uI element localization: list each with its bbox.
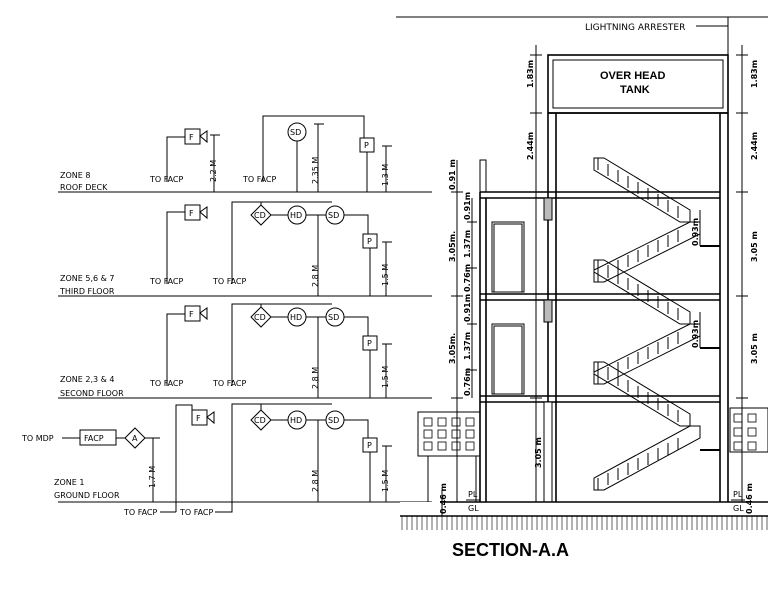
svg-text:HD: HD bbox=[290, 211, 302, 220]
zone8-height-3: 1.3 M bbox=[381, 164, 390, 186]
dim-tank-height: 1.83m bbox=[526, 60, 535, 88]
zone1-to-facp-1: TO FACP bbox=[123, 508, 158, 517]
building-section: LIGHTNING ARRESTER OVER HEAD TANK bbox=[396, 16, 768, 560]
zone1-height-1: 1.7 M bbox=[148, 466, 157, 488]
zone234-height-3: 1.5 M bbox=[381, 366, 390, 388]
pl-marker-left: PL bbox=[468, 490, 478, 499]
svg-text:CD: CD bbox=[254, 416, 266, 425]
dim-window-2: 1.37m bbox=[463, 332, 472, 360]
pl-marker-right: PL bbox=[733, 490, 743, 499]
dim-stair-head: 2.44m bbox=[526, 132, 535, 160]
lightning-arrester-label: LIGHTNING ARRESTER bbox=[585, 23, 685, 33]
riser-diagram: ZONE 8 ROOF DECK ZONE 5,6 & 7 THIRD FLOO… bbox=[21, 115, 432, 517]
boundary-wall-right bbox=[729, 407, 768, 453]
zone1-floor: GROUND FLOOR bbox=[54, 491, 120, 500]
svg-text:P: P bbox=[367, 441, 372, 450]
svg-text:A: A bbox=[132, 434, 138, 443]
svg-text:FACP: FACP bbox=[84, 434, 104, 443]
zone8-height-2: 2.35 M bbox=[311, 157, 320, 184]
zone234-to-facp-1: TO FACP bbox=[149, 379, 184, 388]
dim-plinth-left: 0.46 m bbox=[439, 483, 448, 514]
dim-right-plinth: 0.46 m bbox=[745, 483, 754, 514]
zone1-height-3: 1.5 M bbox=[381, 470, 390, 492]
svg-text:F: F bbox=[189, 310, 194, 319]
co-detector-icon bbox=[250, 204, 272, 226]
svg-text:F: F bbox=[189, 133, 194, 142]
zone1-height-2: 2.8 M bbox=[311, 470, 320, 492]
section-title: SECTION-A.A bbox=[452, 540, 569, 560]
to-mdp-label: TO MDP bbox=[21, 434, 54, 443]
svg-text:SD: SD bbox=[328, 416, 339, 425]
svg-text:F: F bbox=[189, 209, 194, 218]
dim-right-stair-head: 2.44m bbox=[750, 132, 759, 160]
svg-text:F: F bbox=[196, 414, 201, 423]
boundary-wall-left bbox=[417, 411, 481, 457]
zone567-to-facp-2: TO FACP bbox=[212, 277, 247, 286]
zone567-height-3: 1.5 M bbox=[381, 264, 390, 286]
dim-lintel-2: 0.91m bbox=[463, 294, 472, 322]
svg-text:HD: HD bbox=[290, 416, 302, 425]
zone567-to-facp-1: TO FACP bbox=[149, 277, 184, 286]
co-detector-icon bbox=[250, 409, 272, 431]
svg-text:SD: SD bbox=[328, 313, 339, 322]
svg-text:P: P bbox=[364, 141, 369, 150]
zone8-height-1: 2.2 M bbox=[209, 160, 218, 182]
zone1-to-facp-2: TO FACP bbox=[179, 508, 214, 517]
svg-text:HD: HD bbox=[290, 313, 302, 322]
dim-floor-2: 3.05m. bbox=[448, 333, 457, 364]
dim-right-floor-2: 3.05 m bbox=[750, 333, 759, 364]
tank-label-2: TANK bbox=[620, 84, 650, 96]
dim-landing-1: 0.93m bbox=[691, 218, 700, 246]
co-detector-icon bbox=[250, 306, 272, 328]
svg-text:SD: SD bbox=[328, 211, 339, 220]
dim-lintel-1: 0.91m bbox=[463, 192, 472, 220]
gl-marker-left: GL bbox=[468, 504, 479, 513]
dim-window-1: 1.37m bbox=[463, 230, 472, 258]
zone567-height-2: 2.8 M bbox=[311, 265, 320, 287]
stair-flights bbox=[593, 157, 720, 491]
dim-right-floor-1: 3.05 m bbox=[750, 231, 759, 262]
zone8-to-facp-1: TO FACP bbox=[149, 175, 184, 184]
svg-text:CD: CD bbox=[254, 313, 266, 322]
dim-sill-2: 0.76m bbox=[463, 368, 472, 396]
zone234-label: ZONE 2,3 & 4 bbox=[60, 375, 115, 384]
zone567-label: ZONE 5,6 & 7 bbox=[60, 274, 115, 283]
dim-floor-1: 3.05m. bbox=[448, 231, 457, 262]
svg-text:P: P bbox=[367, 237, 372, 246]
zone8-floor: ROOF DECK bbox=[60, 183, 108, 192]
dim-parapet: 0.91 m bbox=[448, 159, 457, 190]
zone234-height-2: 2.8 M bbox=[311, 367, 320, 389]
zone8-to-facp-2: TO FACP bbox=[242, 175, 277, 184]
zone8-label: ZONE 8 bbox=[60, 171, 90, 180]
zone567-floor: THIRD FLOOR bbox=[59, 287, 115, 296]
svg-text:SD: SD bbox=[290, 128, 301, 137]
dim-landing-2: 0.93m bbox=[691, 320, 700, 348]
zone234-to-facp-2: TO FACP bbox=[212, 379, 247, 388]
svg-text:P: P bbox=[367, 339, 372, 348]
zone1-label: ZONE 1 bbox=[54, 478, 84, 487]
tank-label-1: OVER HEAD bbox=[600, 70, 665, 82]
annunciator-icon bbox=[124, 427, 146, 449]
dim-right-tank: 1.83m bbox=[750, 60, 759, 88]
svg-text:CD: CD bbox=[254, 211, 266, 220]
gl-marker-right: GL bbox=[733, 504, 744, 513]
zone234-floor: SECOND FLOOR bbox=[60, 389, 124, 398]
dim-floor-ground: 3.05 m bbox=[534, 437, 543, 468]
dim-sill-1: 0.76m bbox=[463, 264, 472, 292]
